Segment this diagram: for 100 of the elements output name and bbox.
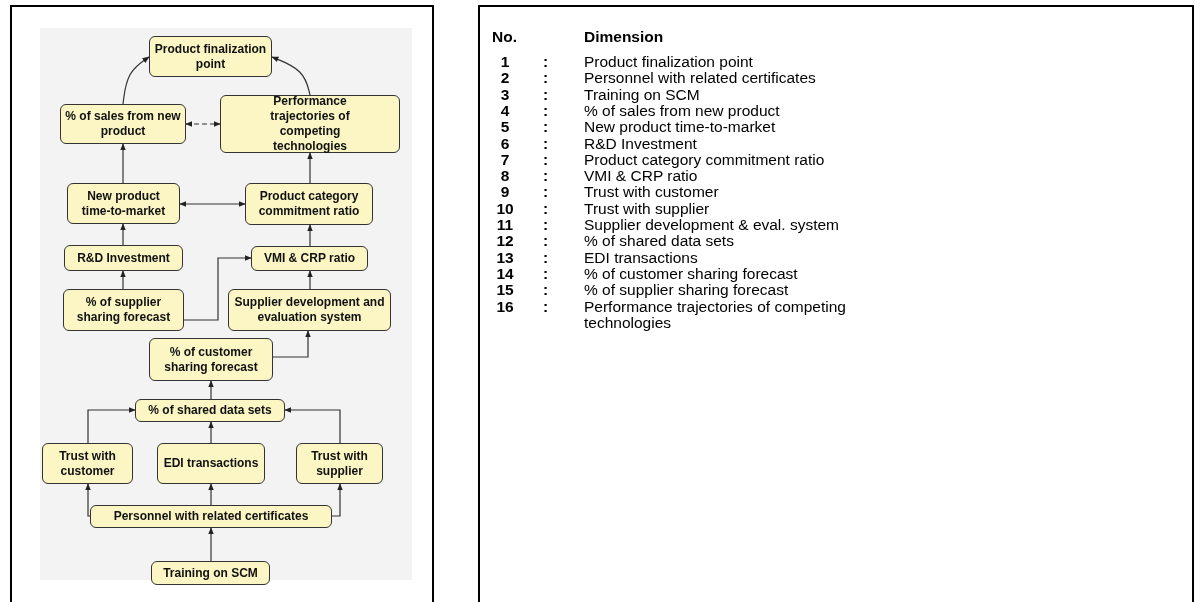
separator: :: [543, 184, 550, 201]
node-label: R&D Investment: [77, 250, 170, 266]
dimension-text: Product category commitment ratio: [584, 151, 826, 168]
separator: :: [543, 249, 550, 266]
process-box: [64, 245, 183, 271]
dimension-text: % of supplier sharing forecast: [584, 282, 790, 299]
node-label: % of sales from new product: [65, 109, 181, 139]
arrow: [122, 56, 150, 105]
node-label: % of supplier sharing forecast: [75, 295, 172, 325]
process-box: [63, 289, 184, 331]
arrow: [307, 224, 313, 247]
arrow: [87, 407, 136, 444]
node-label: Trust with supplier: [310, 448, 369, 479]
separator: :: [543, 265, 550, 282]
arrow: [120, 270, 126, 290]
node-label: Product finalization point: [154, 41, 267, 72]
arrow: [120, 143, 126, 184]
arrow: [85, 483, 91, 517]
node-label: Training on SCM: [163, 565, 258, 581]
node-label: EDI transactions: [163, 456, 259, 471]
node-label: New product time-to-market: [80, 188, 167, 219]
process-box: [90, 505, 332, 528]
node-label: Trust with customer: [58, 448, 117, 479]
dimension-text: Training on SCM: [584, 86, 701, 103]
row-number: 10: [495, 200, 515, 217]
dimension-text: Trust with supplier: [584, 200, 711, 217]
row-number: 7: [499, 151, 511, 168]
process-box: [149, 338, 273, 381]
node-label: % of customer sharing forecast: [163, 344, 259, 375]
row-number: 12: [495, 233, 515, 250]
dimension-text: VMI & CRP ratio: [584, 168, 698, 185]
row-number: 5: [499, 119, 511, 136]
arrow: [331, 483, 343, 517]
process-box: [42, 443, 133, 484]
arrow: [179, 201, 246, 207]
separator: :: [543, 298, 550, 315]
process-box: [151, 561, 270, 585]
arrow: [183, 255, 252, 321]
process-box: [135, 399, 285, 422]
separator: :: [543, 70, 550, 87]
arrow: [120, 223, 126, 246]
process-box: [220, 95, 400, 153]
row-number: 11: [495, 217, 515, 233]
separator: :: [543, 119, 550, 136]
arrow: [208, 527, 214, 562]
node-label: Performance trajectories of competing technologies: [269, 94, 351, 154]
process-box: [296, 443, 383, 484]
column-header: Dimension: [584, 29, 664, 45]
dimension-text: Product finalization point: [584, 54, 754, 70]
arrow: [307, 270, 313, 290]
arrow: [208, 380, 214, 400]
dimension-text: Personnel with related certificates: [584, 70, 817, 87]
row-number: 6: [499, 135, 511, 152]
row-number: 13: [495, 249, 515, 266]
separator: :: [543, 282, 550, 299]
row-number: 4: [499, 102, 511, 119]
node-label: Personnel with related certificates: [113, 509, 309, 524]
process-box: [251, 246, 368, 271]
arrow: [272, 330, 311, 358]
dimension-text: % of sales from new product: [584, 102, 781, 119]
dimension-text: New product time-to-market: [584, 119, 776, 136]
separator: :: [543, 86, 550, 103]
row-number: 3: [499, 86, 511, 103]
process-box: [157, 443, 265, 484]
row-number: 16: [495, 298, 515, 315]
arrow: [208, 421, 214, 444]
arrow: [307, 152, 313, 184]
arrow: [208, 483, 214, 506]
dimension-text: % of customer sharing forecast: [584, 265, 799, 282]
process-box: [245, 183, 373, 225]
separator: :: [543, 102, 550, 119]
dimension-text: EDI transactions: [584, 249, 699, 266]
separator: :: [543, 151, 550, 168]
dimension-text: R&D Investment: [584, 135, 698, 152]
process-box: [228, 289, 391, 331]
row-number: 8: [499, 168, 511, 185]
separator: :: [543, 168, 550, 185]
process-box: [67, 183, 180, 224]
node-label: Supplier development and evaluation system: [233, 295, 386, 325]
node-label: VMI & CRP ratio: [263, 251, 356, 266]
row-number: 14: [495, 265, 515, 282]
separator: :: [543, 233, 550, 250]
dimension-text: Supplier development & eval. system: [584, 217, 841, 233]
row-number: 1: [499, 54, 511, 70]
separator: :: [543, 200, 550, 217]
row-number: 9: [499, 184, 511, 201]
row-number: 15: [495, 282, 515, 299]
separator: :: [543, 54, 550, 70]
node-label: Product category commitment ratio: [257, 189, 361, 219]
arrow: [271, 56, 311, 96]
arrow: [185, 121, 221, 127]
column-header: No.: [492, 29, 517, 45]
dimension-text: % of shared data sets: [584, 233, 735, 250]
separator: :: [543, 135, 550, 152]
separator: :: [543, 217, 550, 233]
dimension-text: Performance trajectories of competing technologies: [584, 298, 847, 331]
node-label: % of shared data sets: [148, 403, 272, 418]
row-number: 2: [499, 70, 511, 87]
dimension-text: Trust with customer: [584, 184, 720, 201]
arrow: [284, 407, 341, 444]
